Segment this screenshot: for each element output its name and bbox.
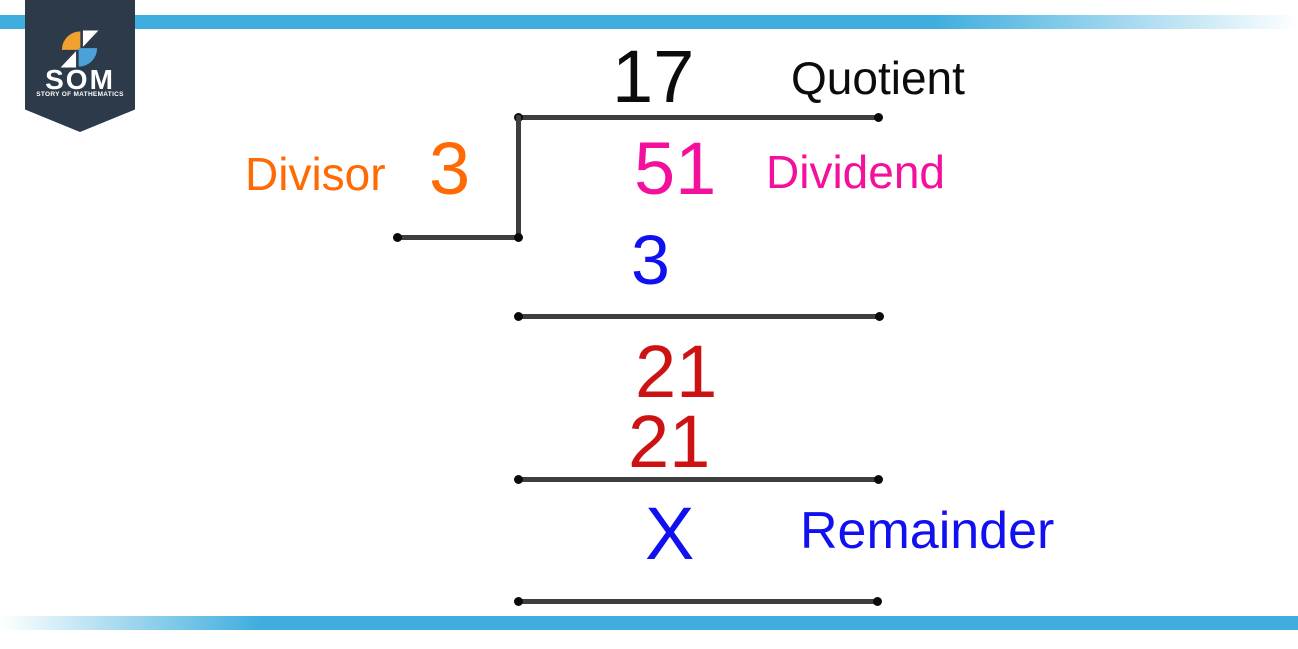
quotient-label: Quotient	[791, 52, 965, 104]
bottom-accent-bar	[0, 616, 1298, 630]
som-logo-banner: SOM STORY OF MATHEMATICS	[25, 0, 135, 132]
work-row-value: 3	[631, 221, 670, 299]
subtraction-line-2	[514, 475, 883, 484]
top-accent-bar	[0, 15, 1298, 29]
quotient-value: 17	[612, 35, 695, 118]
work-row-value: 21	[628, 400, 711, 483]
dividend-label: Dividend	[766, 146, 945, 198]
work-row-value: 21	[635, 330, 718, 413]
divisor-value: 3	[429, 127, 471, 210]
divisor-label: Divisor	[245, 148, 386, 200]
brand-tagline: STORY OF MATHEMATICS	[36, 91, 124, 98]
division-bracket-vertical-line	[516, 115, 521, 239]
subtraction-line-1	[514, 312, 884, 321]
division-bracket-foot-line	[393, 233, 523, 242]
som-pinwheel-icon	[60, 30, 99, 68]
remainder-value: X	[645, 492, 695, 575]
dividend-value: 51	[634, 127, 717, 210]
remainder-label: Remainder	[800, 502, 1055, 560]
division-bracket-top-line	[514, 113, 883, 122]
remainder-line	[514, 597, 882, 606]
brand-name: SOM	[45, 64, 115, 95]
